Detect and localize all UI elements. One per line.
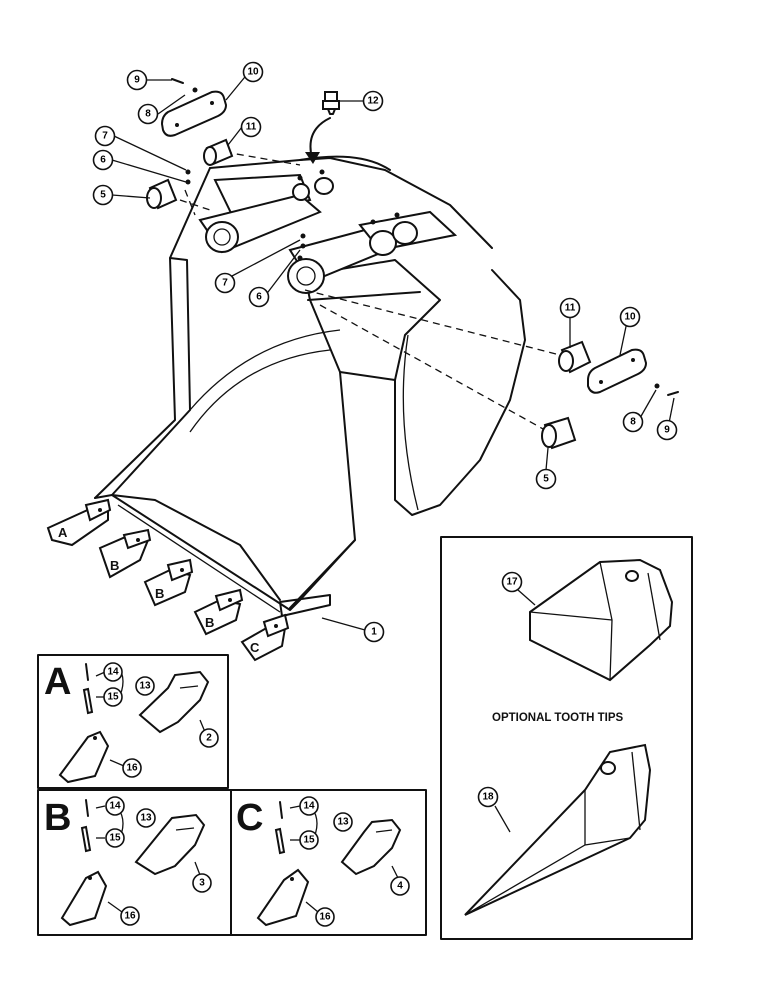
svg-text:8: 8: [145, 109, 151, 120]
callout-12: 12: [362, 90, 384, 112]
tooth-tip-17: [529, 558, 674, 682]
inset-c-callout-16: 16: [315, 907, 335, 927]
svg-text:1: 1: [371, 627, 377, 638]
bushing-11-top: [203, 138, 234, 166]
svg-text:13: 13: [337, 817, 349, 828]
bushing-11-right: [558, 340, 592, 374]
svg-text:7: 7: [102, 131, 108, 142]
svg-text:14: 14: [109, 801, 121, 812]
inset-a-parts: [58, 663, 210, 784]
tooth-label-b: B: [205, 615, 214, 630]
callout-10-right: 10: [619, 306, 641, 328]
callout-10-top: 10: [242, 61, 264, 83]
svg-text:7: 7: [222, 278, 228, 289]
inset-c-callout-14: 14: [299, 796, 319, 816]
svg-text:5: 5: [543, 474, 549, 485]
cover-plate-10-top: [160, 90, 228, 137]
svg-text:11: 11: [246, 122, 257, 133]
callout-6-left: 6: [92, 149, 114, 171]
inset-c-callout-15: 15: [299, 830, 319, 850]
svg-text:18: 18: [482, 792, 494, 803]
inset-a-callout-16: 16: [122, 758, 142, 778]
bushing-5-right: [541, 416, 577, 450]
bucket-teeth: [46, 498, 290, 662]
svg-text:3: 3: [199, 878, 205, 889]
callout-7-left: 7: [94, 125, 116, 147]
callout-17: 17: [501, 571, 523, 593]
svg-text:10: 10: [247, 67, 259, 78]
inset-c-letter: C: [236, 797, 263, 839]
inset-panels: [37, 654, 427, 936]
callout-9-right: 9: [656, 419, 678, 441]
inset-b-parts: [60, 799, 206, 927]
svg-text:14: 14: [303, 801, 315, 812]
assembly-lines: [179, 151, 561, 431]
callout-8-top: 8: [137, 103, 159, 125]
svg-text:13: 13: [139, 681, 151, 692]
grease-fitting-12: [305, 91, 340, 164]
inset-b-callout-16: 16: [120, 906, 140, 926]
callout-18: 18: [477, 786, 499, 808]
svg-text:4: 4: [397, 881, 403, 892]
callout-6-mid: 6: [248, 286, 270, 308]
svg-text:17: 17: [506, 577, 518, 588]
tooth-tip-18: [464, 743, 652, 916]
callout-7-mid: 7: [214, 272, 236, 294]
inset-a-letter: A: [44, 661, 71, 703]
optional-tooth-tips-title: OPTIONAL TOOTH TIPS: [492, 712, 624, 724]
svg-text:8: 8: [630, 417, 636, 428]
inset-a-callout-15: 15: [103, 687, 123, 707]
bucket-assembly: [94, 155, 526, 617]
svg-text:2: 2: [206, 733, 212, 744]
svg-text:13: 13: [140, 813, 152, 824]
svg-text:6: 6: [256, 292, 262, 303]
leader-lines: [111, 71, 675, 631]
tooth-label-b: B: [155, 586, 164, 601]
svg-text:9: 9: [664, 425, 670, 436]
callout-5-left: 5: [92, 184, 114, 206]
svg-text:16: 16: [124, 911, 136, 922]
callout-5-right: 5: [535, 468, 557, 490]
svg-text:15: 15: [303, 835, 315, 846]
bushing-5-left: [146, 178, 178, 210]
leader-17: [517, 589, 536, 606]
svg-text:15: 15: [107, 692, 119, 703]
svg-text:16: 16: [319, 912, 331, 923]
inset-c-callout-4: 4: [390, 876, 410, 896]
inset-b-callout-13: 13: [136, 808, 156, 828]
inset-a-callout-2: 2: [199, 728, 219, 748]
optional-tooth-tips-panel: [440, 536, 693, 940]
callout-9-top: 9: [126, 69, 148, 91]
inset-b-letter: B: [44, 797, 71, 839]
callout-1: 1: [363, 621, 385, 643]
tooth-label-c: C: [250, 640, 260, 655]
inset-b-callout-15: 15: [105, 828, 125, 848]
svg-text:16: 16: [126, 763, 138, 774]
callout-11-top: 11: [240, 116, 262, 138]
inset-a-callout-13: 13: [135, 676, 155, 696]
inset-b-callout-14: 14: [105, 796, 125, 816]
svg-text:11: 11: [565, 303, 576, 314]
tooth-label-a: A: [58, 525, 68, 540]
inset-a-callout-14: 14: [103, 662, 123, 682]
callout-11-right: 11: [559, 297, 581, 319]
svg-text:6: 6: [100, 155, 106, 166]
callout-8-right: 8: [622, 411, 644, 433]
inset-b-callout-3: 3: [192, 873, 212, 893]
svg-text:5: 5: [100, 190, 106, 201]
inset-c-callout-13: 13: [333, 812, 353, 832]
svg-text:12: 12: [367, 96, 379, 107]
tooth-label-b: B: [110, 558, 119, 573]
cover-plate-10-right: [587, 348, 648, 394]
svg-text:14: 14: [107, 667, 119, 678]
inset-c-parts: [256, 801, 402, 927]
leader-18: [494, 805, 511, 833]
svg-text:15: 15: [109, 833, 121, 844]
svg-text:9: 9: [134, 75, 140, 86]
svg-text:10: 10: [624, 312, 636, 323]
